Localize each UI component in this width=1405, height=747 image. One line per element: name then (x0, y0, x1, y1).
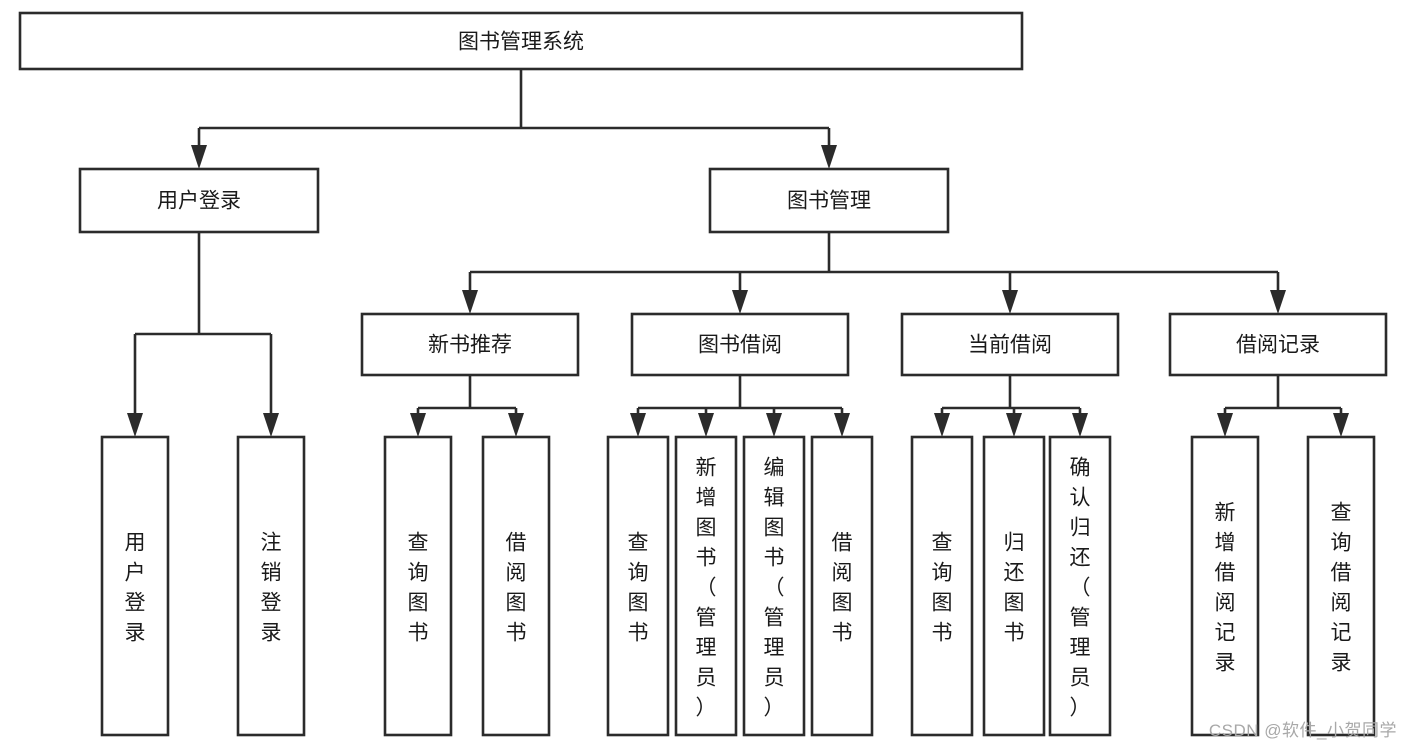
node-leaf-logout[interactable]: 注销登录 (236, 435, 306, 737)
node-leaf-query-book-b-label: 查询图书 (628, 531, 649, 644)
arrow-to-leaf-borrow-book-rec (508, 413, 524, 437)
arrow-to-leaf-user-login (127, 413, 143, 437)
node-leaf-borrow-book-b-label: 借阅图书 (832, 531, 853, 644)
node-leaf-borrow-book-rec[interactable]: 借阅图书 (481, 435, 551, 737)
arrow-to-book-manage (821, 145, 837, 169)
node-book-borrow[interactable]: 图书借阅 (630, 312, 850, 377)
node-book-borrow-label: 图书借阅 (698, 334, 782, 357)
node-leaf-add-record[interactable]: 新增借阅记录 (1190, 435, 1260, 737)
arrow-to-leaf-query-book-rec (410, 413, 426, 437)
node-current-borrow-box[interactable] (900, 312, 1120, 377)
leaf-node-layer: 用户登录 注销登录 查询图书 借阅图书 查询图书 新增图书（管理员） (100, 435, 1376, 737)
node-current-borrow-label: 当前借阅 (968, 334, 1052, 357)
node-leaf-user-login-box[interactable] (100, 435, 170, 737)
arrow-to-leaf-add-book (698, 413, 714, 437)
arrow-to-leaf-query-book-b (630, 413, 646, 437)
node-leaf-return-book-box[interactable] (982, 435, 1046, 737)
node-leaf-return-book-label: 归还图书 (1004, 531, 1025, 644)
node-leaf-borrow-book-rec-label: 借阅图书 (506, 531, 527, 644)
node-book-manage[interactable]: 图书管理 (708, 167, 950, 234)
arrow-to-leaf-query-record (1333, 413, 1349, 437)
node-leaf-query-book-b[interactable]: 查询图书 (606, 435, 670, 737)
node-leaf-query-book-c[interactable]: 查询图书 (910, 435, 974, 737)
node-leaf-edit-book-label: 编辑图书（管理员） (764, 456, 785, 719)
arrow-to-leaf-borrow-book-b (834, 413, 850, 437)
arrow-to-leaf-return-book (1006, 413, 1022, 437)
node-root-box[interactable] (18, 11, 1024, 71)
node-leaf-confirm-return[interactable]: 确认归还（管理员） (1048, 435, 1112, 737)
node-book-borrow-box[interactable] (630, 312, 850, 377)
node-leaf-logout-label: 注销登录 (261, 531, 282, 644)
node-book-manage-box[interactable] (708, 167, 950, 234)
node-leaf-logout-box[interactable] (236, 435, 306, 737)
node-leaf-add-record-label: 新增借阅记录 (1215, 501, 1236, 674)
arrow-to-leaf-logout (263, 413, 279, 437)
node-new-book-rec[interactable]: 新书推荐 (360, 312, 580, 377)
node-root[interactable]: 图书管理系统 (18, 11, 1024, 71)
node-leaf-edit-book[interactable]: 编辑图书（管理员） (742, 435, 806, 737)
node-borrow-record-box[interactable] (1168, 312, 1388, 377)
node-leaf-query-book-rec-label: 查询图书 (408, 531, 429, 644)
node-leaf-user-login[interactable]: 用户登录 (100, 435, 170, 737)
node-user-login-label: 用户登录 (157, 190, 241, 213)
node-leaf-user-login-label: 用户登录 (125, 531, 146, 644)
node-borrow-record-label: 借阅记录 (1236, 334, 1320, 357)
node-book-manage-label: 图书管理 (787, 190, 871, 213)
node-leaf-query-record-label: 查询借阅记录 (1331, 501, 1352, 674)
arrow-to-book-borrow (732, 290, 748, 314)
arrow-to-leaf-edit-book (766, 413, 782, 437)
node-new-book-rec-box[interactable] (360, 312, 580, 377)
node-leaf-add-book[interactable]: 新增图书（管理员） (674, 435, 738, 737)
arrow-to-current-borrow (1002, 290, 1018, 314)
node-leaf-query-book-c-label: 查询图书 (932, 531, 953, 644)
node-leaf-add-book-label: 新增图书（管理员） (696, 456, 717, 719)
node-leaf-confirm-return-box[interactable] (1048, 435, 1112, 737)
node-leaf-add-book-box[interactable] (674, 435, 738, 737)
node-leaf-confirm-return-label: 确认归还（管理员） (1070, 456, 1091, 719)
node-leaf-return-book[interactable]: 归还图书 (982, 435, 1046, 737)
node-current-borrow[interactable]: 当前借阅 (900, 312, 1120, 377)
node-root-label: 图书管理系统 (458, 31, 584, 54)
node-leaf-edit-book-box[interactable] (742, 435, 806, 737)
arrow-to-borrow-record (1270, 290, 1286, 314)
arrow-to-leaf-query-book-c (934, 413, 950, 437)
node-leaf-borrow-book-b[interactable]: 借阅图书 (810, 435, 874, 737)
node-leaf-add-record-box[interactable] (1190, 435, 1260, 737)
arrow-to-leaf-confirm-return (1072, 413, 1088, 437)
node-leaf-query-book-b-box[interactable] (606, 435, 670, 737)
node-leaf-borrow-book-rec-box[interactable] (481, 435, 551, 737)
node-leaf-query-book-rec-box[interactable] (383, 435, 453, 737)
node-user-login[interactable]: 用户登录 (78, 167, 320, 234)
node-leaf-query-book-c-box[interactable] (910, 435, 974, 737)
arrow-to-leaf-add-record (1217, 413, 1233, 437)
node-borrow-record[interactable]: 借阅记录 (1168, 312, 1388, 377)
node-leaf-query-record[interactable]: 查询借阅记录 (1306, 435, 1376, 737)
node-leaf-borrow-book-b-box[interactable] (810, 435, 874, 737)
arrow-to-new-book-rec (462, 290, 478, 314)
connector-layer (127, 69, 1349, 437)
node-user-login-box[interactable] (78, 167, 320, 234)
arrow-to-user-login (191, 145, 207, 169)
node-leaf-query-book-rec[interactable]: 查询图书 (383, 435, 453, 737)
node-new-book-rec-label: 新书推荐 (428, 334, 512, 357)
node-leaf-query-record-box[interactable] (1306, 435, 1376, 737)
